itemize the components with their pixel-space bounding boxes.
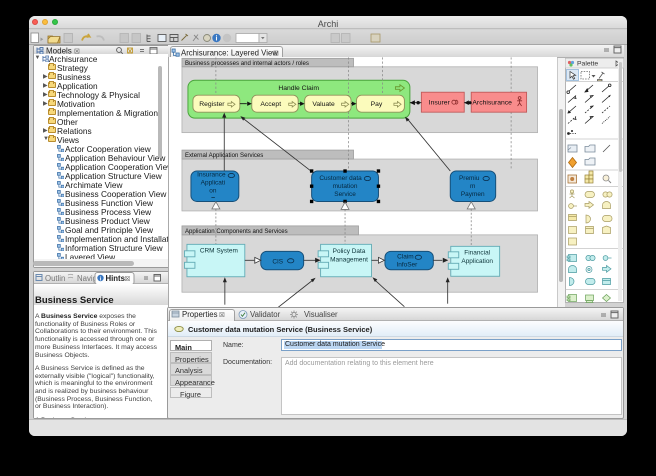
svg-text:Properties: Properties: [182, 310, 218, 319]
svg-text:Models: Models: [46, 46, 72, 55]
svg-text:Customer data: Customer data: [319, 175, 362, 182]
svg-text:☒: ☒: [273, 49, 279, 57]
svg-text:Archisurance: Archisurance: [472, 100, 512, 107]
svg-text:Policy Data: Policy Data: [333, 248, 366, 255]
svg-text:Applicati: Applicati: [201, 179, 225, 186]
svg-text:Insurance: Insurance: [197, 172, 226, 179]
svg-text:Navig: Navig: [77, 274, 97, 283]
svg-text:Handle Claim: Handle Claim: [278, 85, 319, 92]
svg-text:Application: Application: [461, 258, 493, 265]
svg-text:Hints: Hints: [106, 274, 126, 283]
svg-text:Register: Register: [199, 101, 225, 108]
svg-text:☒: ☒: [125, 275, 131, 283]
svg-text:Customer data mutation Service: Customer data mutation Service (Business…: [188, 325, 373, 334]
svg-text:i: i: [100, 277, 102, 283]
svg-text:Palette: Palette: [577, 61, 598, 68]
svg-text:Paymen: Paymen: [461, 191, 485, 198]
svg-text:InfoSer: InfoSer: [396, 261, 418, 268]
svg-text:Business processes and interna: Business processes and internal actors /…: [185, 60, 309, 67]
svg-text:Claim: Claim: [397, 253, 414, 260]
svg-text:mutation: mutation: [333, 183, 358, 190]
svg-text:CRM System: CRM System: [200, 247, 238, 254]
svg-text:Application Components and Ser: Application Components and Services: [185, 228, 288, 235]
svg-text:Accept: Accept: [260, 101, 281, 108]
svg-text:Service: Service: [334, 191, 356, 198]
svg-text:i: i: [216, 36, 218, 43]
svg-text:on: on: [209, 187, 217, 194]
svg-text:Management: Management: [330, 256, 368, 263]
svg-text:m: m: [470, 183, 475, 190]
svg-text:Valuate: Valuate: [312, 101, 335, 108]
svg-text:☒: ☒: [219, 311, 225, 319]
svg-text:Pay: Pay: [371, 101, 383, 108]
svg-text:Validator: Validator: [250, 310, 281, 319]
svg-text:CIS: CIS: [272, 258, 283, 265]
svg-text:Insurer: Insurer: [429, 100, 451, 107]
svg-text:Visualiser: Visualiser: [304, 310, 338, 319]
svg-text:Financial: Financial: [464, 249, 490, 256]
svg-text:Premiu: Premiu: [459, 175, 480, 182]
svg-text:Archisurance: Layered View: Archisurance: Layered View: [181, 48, 278, 57]
svg-text:Outlin: Outlin: [45, 274, 65, 283]
svg-text:☒: ☒: [74, 47, 80, 55]
